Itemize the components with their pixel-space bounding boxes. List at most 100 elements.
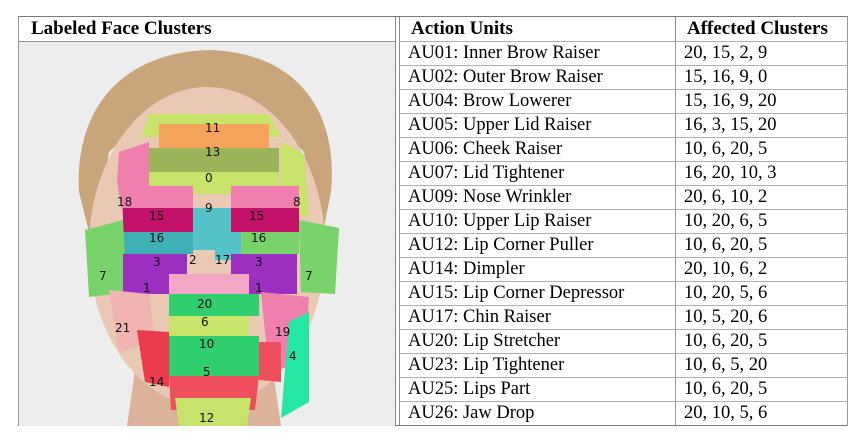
cluster-15-right xyxy=(231,186,299,208)
row-divider xyxy=(675,378,676,401)
table-row: AU14: Dimpler 20, 10, 6, 2 xyxy=(399,257,848,281)
cluster-20 xyxy=(169,274,249,294)
action-unit: AU25: Lips Part xyxy=(408,379,531,399)
action-unit: AU05: Upper Lid Raiser xyxy=(408,115,592,135)
cluster-label: 11 xyxy=(205,121,220,135)
table-row: AU25: Lips Part 10, 6, 20, 5 xyxy=(399,377,848,401)
row-divider xyxy=(675,282,676,305)
table-row: AU12: Lip Corner Puller 10, 6, 20, 5 xyxy=(399,233,848,257)
row-divider xyxy=(675,258,676,281)
affected-clusters: 10, 6, 20, 5 xyxy=(684,235,768,255)
action-unit: AU26: Jaw Drop xyxy=(408,403,535,423)
cluster-label: 7 xyxy=(305,269,313,283)
cluster-label: 3 xyxy=(255,255,263,269)
row-divider xyxy=(675,234,676,257)
table-row: AU04: Brow Lowerer 15, 16, 9, 20 xyxy=(399,89,848,113)
cluster-label: 1 xyxy=(143,281,151,295)
row-divider xyxy=(675,42,676,65)
row-divider xyxy=(675,90,676,113)
cluster-label: 9 xyxy=(205,201,213,215)
cluster-label: 14 xyxy=(149,375,164,389)
cluster-14 xyxy=(137,330,169,387)
cluster-4 xyxy=(281,312,309,418)
affected-clusters: 20, 10, 6, 2 xyxy=(684,259,768,279)
cluster-label: 19 xyxy=(275,325,290,339)
row-divider xyxy=(675,186,676,209)
action-unit: AU06: Cheek Raiser xyxy=(408,139,563,159)
cluster-15-left xyxy=(123,186,193,208)
affected-clusters: 16, 20, 10, 3 xyxy=(684,163,777,183)
cluster-3-right xyxy=(241,232,299,254)
cluster-label: 2 xyxy=(189,253,197,267)
cluster-red-right xyxy=(259,342,281,382)
cluster-label: 16 xyxy=(251,231,266,245)
table-row: AU10: Upper Lip Raiser 10, 20, 6, 5 xyxy=(399,209,848,233)
cluster-7-right xyxy=(299,220,339,294)
cluster-labels: 11 13 0 18 9 8 15 15 16 16 3 2 17 3 7 7 … xyxy=(99,121,313,425)
cluster-16-right xyxy=(231,208,299,232)
cluster-10 xyxy=(169,316,249,336)
action-unit: AU12: Lip Corner Puller xyxy=(408,235,594,255)
action-unit: AU15: Lip Corner Depressor xyxy=(408,283,625,303)
table-row: AU20: Lip Stretcher 10, 6, 20, 5 xyxy=(399,329,848,353)
cluster-6 xyxy=(169,294,259,316)
cluster-label: 20 xyxy=(197,297,212,311)
cluster-label: 18 xyxy=(117,195,132,209)
affected-clusters: 20, 6, 10, 2 xyxy=(684,187,768,207)
table-row: AU02: Outer Brow Raiser 15, 16, 9, 0 xyxy=(399,65,848,89)
affected-clusters: 16, 3, 15, 20 xyxy=(684,115,777,135)
cluster-label: 0 xyxy=(205,171,213,185)
affected-clusters: 10, 6, 20, 5 xyxy=(684,139,768,159)
cluster-5 xyxy=(169,336,259,376)
affected-clusters: 15, 16, 9, 20 xyxy=(684,91,777,111)
affected-clusters: 10, 6, 5, 20 xyxy=(684,355,768,375)
action-unit: AU14: Dimpler xyxy=(408,259,525,279)
cluster-label: 21 xyxy=(115,321,130,335)
table-row: AU06: Cheek Raiser 10, 6, 20, 5 xyxy=(399,137,848,161)
row-divider xyxy=(675,306,676,329)
action-unit: AU07: Lid Tightener xyxy=(408,163,565,183)
cluster-12 xyxy=(175,398,251,426)
header-labeled-face-clusters: Labeled Face Clusters xyxy=(31,18,212,39)
action-unit: AU04: Brow Lowerer xyxy=(408,91,572,111)
table-row: AU09: Nose Wrinkler 20, 6, 10, 2 xyxy=(399,185,848,209)
cluster-label: 4 xyxy=(289,349,297,363)
cluster-label: 13 xyxy=(205,145,220,159)
action-unit: AU09: Nose Wrinkler xyxy=(408,187,572,207)
header-affected-clusters: Affected Clusters xyxy=(687,18,828,39)
cluster-patches xyxy=(85,114,339,426)
action-unit: AU01: Inner Brow Raiser xyxy=(408,43,600,63)
action-unit: AU10: Upper Lip Raiser xyxy=(408,211,592,231)
affected-clusters: 10, 6, 20, 5 xyxy=(684,379,768,399)
face-cluster-table: Labeled Face Clusters Action Units Affec… xyxy=(18,16,848,426)
affected-clusters: 10, 20, 6, 5 xyxy=(684,211,768,231)
action-unit: AU20: Lip Stretcher xyxy=(408,331,561,351)
cluster-label: 15 xyxy=(249,209,264,223)
cluster-label: 3 xyxy=(153,255,161,269)
cluster-label: 7 xyxy=(99,269,107,283)
affected-clusters: 10, 6, 20, 5 xyxy=(684,331,768,351)
action-unit: AU02: Outer Brow Raiser xyxy=(408,67,603,87)
affected-clusters: 10, 20, 5, 6 xyxy=(684,283,768,303)
cluster-7-left xyxy=(85,220,127,297)
row-divider xyxy=(675,162,676,185)
cluster-13 xyxy=(159,124,269,148)
table-row: AU05: Upper Lid Raiser 16, 3, 15, 20 xyxy=(399,113,848,137)
affected-clusters: 15, 16, 9, 0 xyxy=(684,67,768,87)
table-row: AU07: Lid Tightener 16, 20, 10, 3 xyxy=(399,161,848,185)
labeled-face-image: 11 13 0 18 9 8 15 15 16 16 3 2 17 3 7 7 … xyxy=(19,41,395,426)
cluster-label: 10 xyxy=(199,337,214,351)
row-divider xyxy=(675,330,676,353)
row-divider xyxy=(675,210,676,233)
row-divider xyxy=(675,354,676,377)
cluster-label: 6 xyxy=(201,315,209,329)
cluster-label: 1 xyxy=(255,281,263,295)
face-cluster-map: 11 13 0 18 9 8 15 15 16 16 3 2 17 3 7 7 … xyxy=(19,42,395,426)
cluster-label: 17 xyxy=(215,253,230,267)
cluster-label: 5 xyxy=(203,365,211,379)
